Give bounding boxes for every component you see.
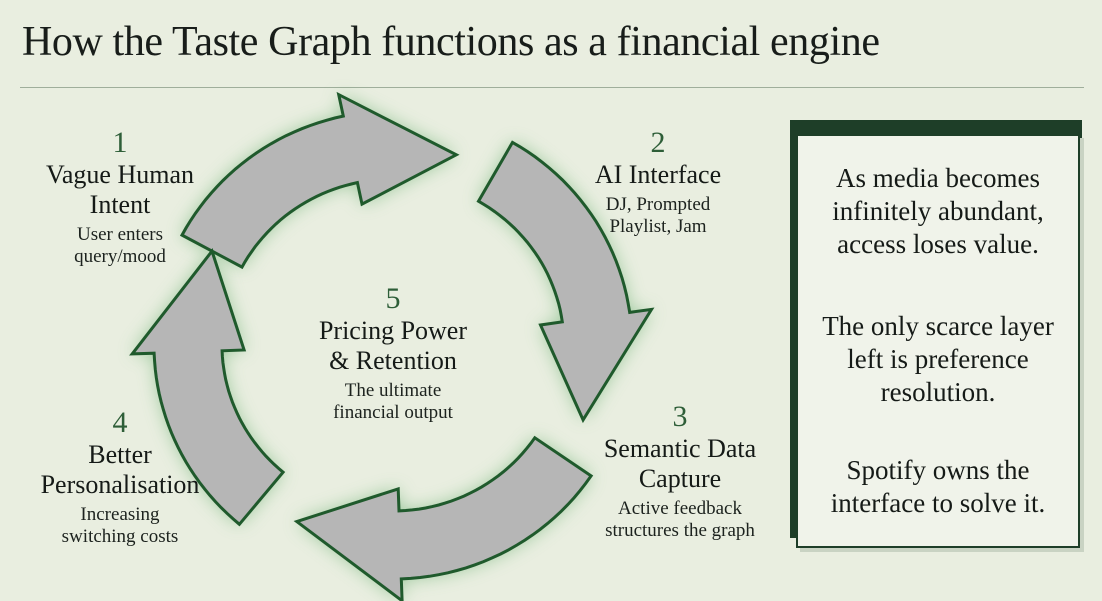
step-description: The ultimate financial output <box>288 380 498 424</box>
step-description-line: Playlist, Jam <box>609 216 707 237</box>
arrow-step1-to-step2-icon <box>179 91 460 270</box>
step-heading-line: & Retention <box>329 346 457 375</box>
callout-line: interface to solve it. <box>830 488 1046 518</box>
step-heading-line: Vague Human <box>45 160 194 189</box>
callout-line: left is preference <box>847 344 1029 374</box>
step-description-line: structures the graph <box>605 520 755 541</box>
step-number: 1 <box>112 126 128 159</box>
arrow-step4-to-step1-icon <box>129 247 286 527</box>
callout-line: The only scarce layer <box>822 311 1054 341</box>
step-description: Active feedback structures the graph <box>560 498 800 542</box>
step-description-line: Increasing <box>80 504 160 525</box>
step-description: User enters query/mood <box>10 224 230 268</box>
page-title: How the Taste Graph functions as a finan… <box>22 19 880 65</box>
callout-line: infinitely abundant, <box>832 196 1044 226</box>
step-3: 3 Semantic Data Capture Active feedback … <box>560 400 800 542</box>
arrow-step3-to-step4-icon <box>293 435 594 601</box>
step-description-line: DJ, Prompted <box>605 194 711 215</box>
cycle-arrows <box>129 91 655 601</box>
callout-box: As media becomes infinitely abundant, ac… <box>796 134 1080 548</box>
step-heading-line: Personalisation <box>40 470 200 499</box>
step-heading-line: Semantic Data <box>603 434 757 463</box>
step-2: 2 AI Interface DJ, Prompted Playlist, Ja… <box>548 126 768 238</box>
step-description: DJ, Prompted Playlist, Jam <box>548 194 768 238</box>
step-description-line: query/mood <box>74 246 166 267</box>
callout-paragraph: The only scarce layer left is preference… <box>798 310 1078 409</box>
callout-paragraph: Spotify owns the interface to solve it. <box>798 454 1078 520</box>
step-heading-line: Pricing Power <box>318 316 468 345</box>
cycle-diagram <box>129 91 655 601</box>
step-5-center: 5 Pricing Power & Retention The ultimate… <box>288 282 498 424</box>
step-heading-line: AI Interface <box>594 160 722 189</box>
step-description-line: User enters <box>77 224 163 245</box>
step-number: 2 <box>650 126 666 159</box>
callout-line: resolution. <box>880 377 996 407</box>
callout-paragraph: As media becomes infinitely abundant, ac… <box>798 162 1078 261</box>
step-4: 4 Better Personalisation Increasing swit… <box>0 406 240 548</box>
step-description: Increasing switching costs <box>0 504 240 548</box>
step-heading-line: Intent <box>89 190 151 219</box>
step-description-line: The ultimate <box>344 380 442 401</box>
step-description-line: financial output <box>333 402 453 423</box>
step-number: 3 <box>672 400 688 433</box>
callout-line: access loses value. <box>837 229 1039 259</box>
step-description-line: switching costs <box>61 526 179 547</box>
step-number: 4 <box>112 406 128 439</box>
step-number: 5 <box>385 282 401 315</box>
step-description-line: Active feedback <box>618 498 742 519</box>
step-1: 1 Vague Human Intent User enters query/m… <box>10 126 230 268</box>
callout-line: As media becomes <box>836 163 1040 193</box>
title-divider <box>20 87 1084 88</box>
step-heading-line: Better <box>88 440 152 469</box>
arrow-step2-to-step3-icon <box>476 140 655 424</box>
callout-line: Spotify owns the <box>846 455 1030 485</box>
step-heading-line: Capture <box>638 464 722 493</box>
